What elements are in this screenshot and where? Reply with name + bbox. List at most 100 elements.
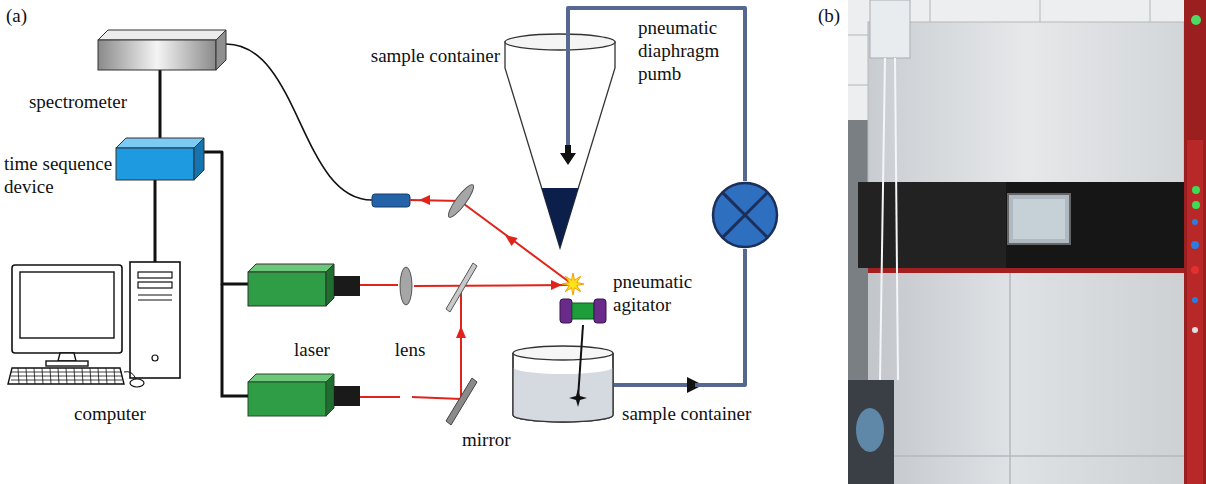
signal-wire bbox=[154, 180, 157, 262]
box-front bbox=[98, 40, 216, 70]
beaker-body bbox=[513, 353, 613, 422]
beam-arrowhead bbox=[419, 195, 430, 205]
mouse-cable bbox=[124, 372, 136, 379]
agitator-impeller bbox=[569, 389, 587, 407]
keyboard-keys bbox=[42, 368, 43, 384]
keyboard-keys bbox=[114, 368, 115, 384]
funnel-rim bbox=[505, 34, 615, 50]
connector bbox=[155, 180, 156, 262]
sample-tube bbox=[895, 58, 898, 380]
drive-bay bbox=[138, 282, 172, 288]
indicator-light bbox=[1192, 186, 1200, 194]
bench-clutter bbox=[848, 380, 894, 484]
monitor-base bbox=[46, 361, 88, 366]
emission-beam bbox=[410, 200, 462, 201]
sample-container-shape bbox=[512, 345, 614, 423]
diaphragm-pump: pneumatic diaphragm pumb bbox=[711, 181, 779, 249]
fiber-coupler bbox=[372, 194, 410, 207]
node-label: computer bbox=[74, 402, 146, 425]
cabinet-band bbox=[858, 182, 1188, 268]
lens-glass bbox=[400, 267, 412, 305]
signal-wire bbox=[222, 284, 248, 396]
monitor bbox=[12, 265, 122, 353]
laser-beam bbox=[412, 397, 461, 399]
beaker-liquid bbox=[513, 367, 613, 422]
mouse bbox=[130, 379, 144, 387]
node-label: spectrometer bbox=[29, 90, 127, 113]
drive-bay bbox=[138, 272, 172, 278]
keyboard-keys bbox=[106, 368, 107, 384]
pipe bbox=[695, 249, 745, 385]
box-top bbox=[98, 30, 226, 40]
panel-label-holder: (a) bbox=[6, 4, 27, 27]
keyboard-keys bbox=[74, 368, 75, 384]
laser-shape bbox=[248, 264, 360, 306]
cabinet-seam bbox=[868, 455, 1184, 457]
connector bbox=[360, 285, 398, 286]
beaker-rim bbox=[513, 346, 613, 360]
box-front bbox=[248, 382, 326, 416]
laser-beam bbox=[460, 287, 462, 399]
sample-container-shape bbox=[504, 33, 616, 250]
node-label: sample container bbox=[622, 402, 751, 425]
box-side bbox=[216, 30, 226, 70]
flow-arrow bbox=[560, 145, 576, 165]
collecting-lens bbox=[445, 182, 477, 220]
computer: computer bbox=[8, 262, 183, 388]
node-label: time sequence device bbox=[4, 152, 114, 198]
cabinet-seam bbox=[1009, 273, 1011, 484]
keyboard-keys bbox=[18, 368, 19, 384]
beam-splitter bbox=[446, 263, 477, 312]
laser-beam bbox=[360, 396, 400, 398]
keyboard-keys bbox=[90, 368, 91, 384]
sample-liquid bbox=[542, 188, 579, 248]
node-label: lens bbox=[395, 338, 426, 361]
mirror-shape bbox=[444, 376, 478, 426]
lens: lens bbox=[398, 266, 414, 306]
photo-background bbox=[848, 0, 1206, 484]
control-button bbox=[1192, 327, 1198, 333]
control-button bbox=[1191, 266, 1199, 274]
box-top bbox=[116, 138, 204, 148]
lens-shape bbox=[398, 266, 414, 306]
plasma-spark bbox=[562, 273, 584, 295]
time-sequence-device: time sequence device bbox=[116, 138, 204, 180]
agitator-end bbox=[560, 299, 572, 323]
box-top bbox=[248, 264, 334, 272]
spectrometer-shape bbox=[98, 30, 226, 70]
mirror: mirror bbox=[444, 376, 478, 426]
agitator-end bbox=[594, 299, 606, 323]
drive-bay bbox=[138, 294, 172, 295]
computer-shape bbox=[8, 262, 183, 388]
node-label: pneumatic diaphragm pumb bbox=[638, 16, 730, 85]
connector bbox=[204, 152, 248, 284]
connector bbox=[160, 70, 161, 138]
signal-wire bbox=[204, 152, 248, 284]
panel-label-holder: (b) bbox=[818, 4, 840, 27]
beaker-outline bbox=[513, 353, 613, 422]
laser-beam bbox=[414, 285, 568, 286]
spectrometer: spectrometer bbox=[98, 30, 226, 70]
box-front bbox=[248, 272, 326, 306]
node-label: mirror bbox=[462, 428, 511, 451]
pneumatic-agitator: pneumatic agitator bbox=[558, 297, 608, 325]
monitor-stand bbox=[58, 353, 76, 361]
sample-container: sample container bbox=[512, 345, 614, 423]
keyboard bbox=[8, 368, 124, 384]
cabinet-top bbox=[868, 22, 1184, 184]
box-side bbox=[326, 264, 334, 306]
laser: laser bbox=[248, 264, 360, 306]
box-side bbox=[326, 374, 334, 416]
power-button bbox=[152, 355, 158, 361]
sample-tube bbox=[880, 58, 885, 380]
cabinet-stripe bbox=[868, 268, 1188, 273]
keyboard-keys bbox=[58, 368, 59, 384]
monitor-screen bbox=[20, 272, 114, 338]
box-top bbox=[248, 374, 334, 382]
laser-beam bbox=[360, 284, 398, 286]
pipe bbox=[614, 383, 695, 387]
laser-2 bbox=[248, 374, 360, 416]
keyboard-keys bbox=[50, 368, 51, 384]
laser-nozzle bbox=[334, 276, 360, 296]
pneumatic-agitator-shape bbox=[558, 297, 608, 325]
